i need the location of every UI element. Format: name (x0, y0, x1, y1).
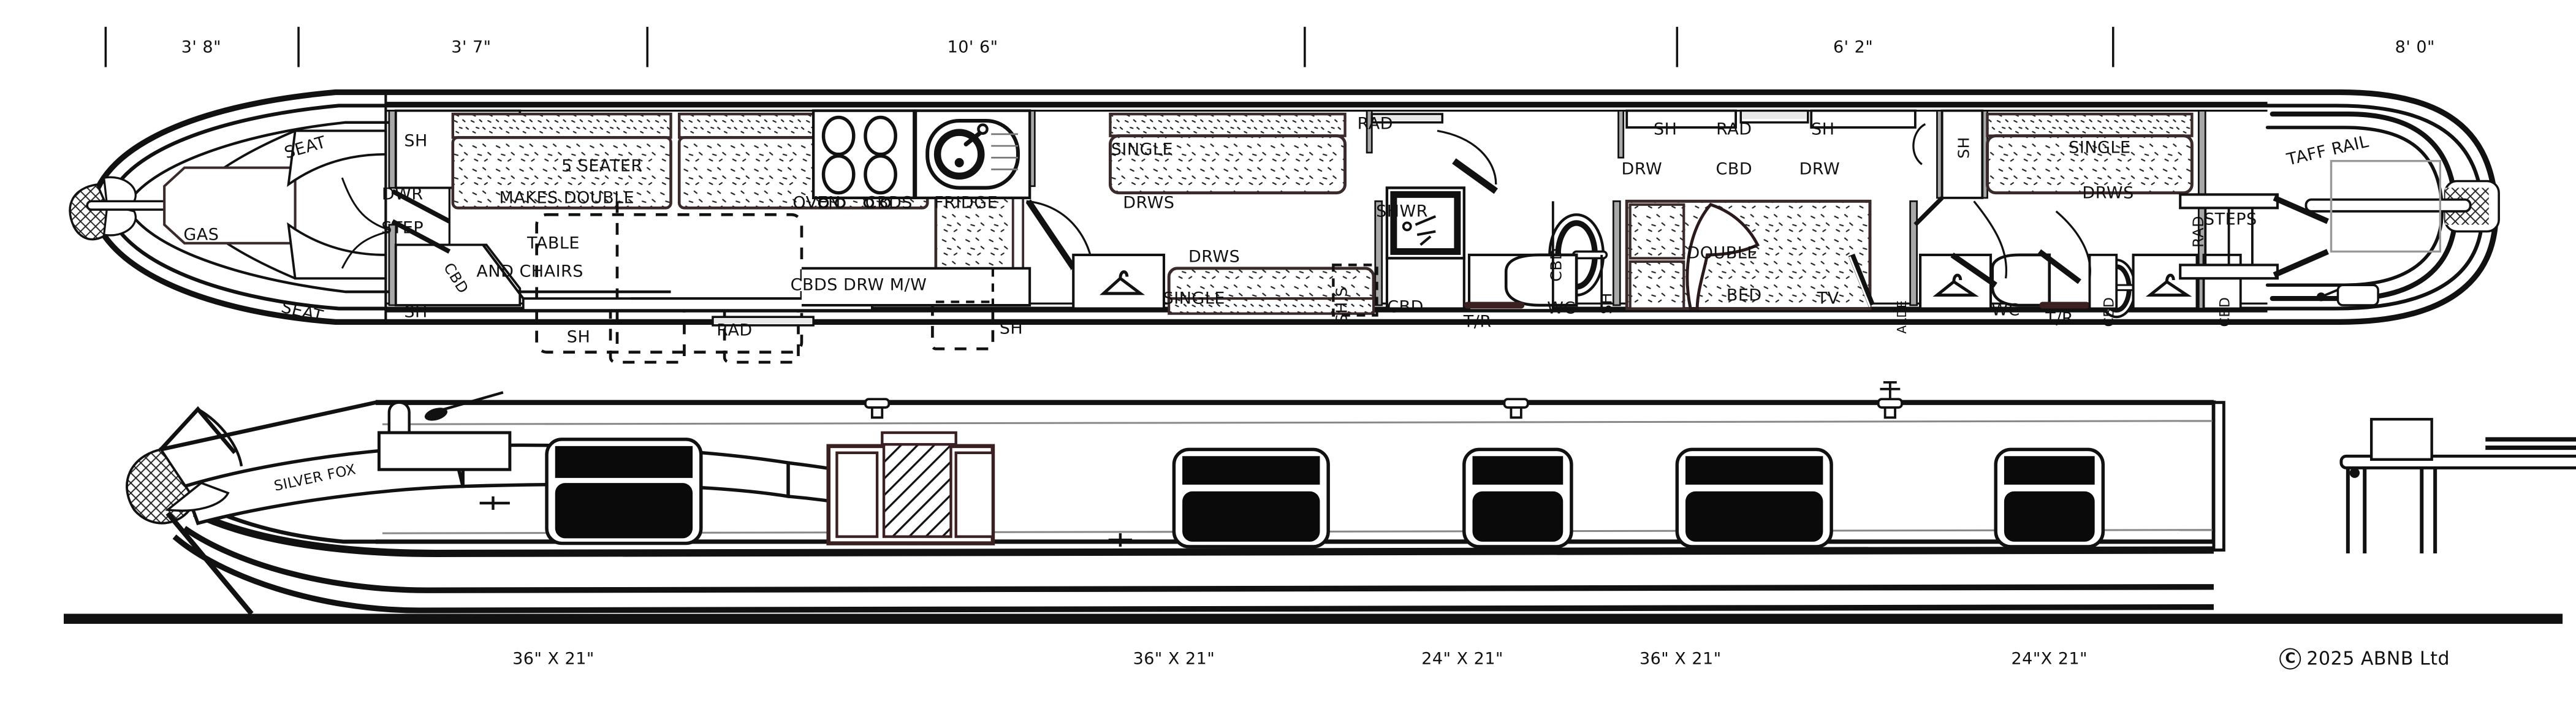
plan-label-gas-locker: GAS (183, 225, 219, 245)
elevation-window-dim-3: 24" X 21" (1421, 649, 1503, 669)
double-bed-cabin (1625, 109, 1917, 310)
elevation-window-dim-4: 36" X 21" (1639, 649, 1722, 669)
plan-label-sh-s-vertical: SH.S (1332, 286, 1351, 324)
plan-label-taff-rail: TAFF RAIL (2285, 132, 2371, 170)
plan-label-oven: OVEN (792, 193, 841, 213)
plan-label-cbds-drw-mw: CBDS DRW M/W (790, 275, 927, 295)
top-dimension-4: 6' 2" (1833, 37, 1874, 57)
plan-label-table: TABLE (526, 233, 580, 253)
aft-wardrobe (1912, 109, 2242, 319)
elevation-window-dim-5: 24"X 21" (2011, 649, 2088, 669)
copyright-symbol-icon: C (2279, 648, 2301, 670)
wardrobe-forward (1072, 253, 1166, 310)
plan-label-fridge: FRIDGE (934, 193, 998, 213)
plan-label-tv: TV (1817, 289, 1839, 308)
plan-label-single-aft: SINGLE (2069, 138, 2131, 158)
plan-label-sh-galley: SH (999, 319, 1024, 338)
bathroom-forward (1370, 113, 1608, 312)
bow-welldeck (163, 129, 387, 280)
aft-single-cabin (1950, 112, 2194, 288)
plan-label-sh-saloon: SH (566, 327, 591, 347)
plan-label-alde: ALDE (1894, 300, 1909, 334)
plan-label-rad-double: RAD (1716, 120, 1752, 139)
elevation-window-dim-2: 36" X 21" (1133, 649, 1215, 669)
plan-label-cbd-aft-2: CBD (2217, 297, 2233, 327)
top-dimension-2: 3' 7" (451, 37, 492, 57)
plan-label-drw-left: DRW (1621, 159, 1663, 179)
plan-label-shwr: SHWR (1376, 202, 1429, 221)
stern-deck (2212, 401, 2576, 553)
plan-label-wc-aft: WC (1991, 300, 2020, 320)
dimension-tick-marks (104, 26, 2114, 67)
plan-label-rad-bathroom: RAD (1357, 114, 1393, 134)
plan-label-sh-vert-fwd: SH (1597, 292, 1616, 315)
plan-label-sh-bow-lower: SH (404, 302, 428, 322)
cbd-angled-panel (482, 244, 525, 300)
plan-label-sh-double-right: SH (1811, 120, 1835, 139)
elevation-window-dim-1: 36" X 21" (512, 649, 595, 669)
single-berths-cabin (1108, 112, 1378, 317)
plan-label-dwr: DWR (381, 184, 424, 204)
plan-label-step: STEP (381, 218, 424, 238)
elevation-view (63, 381, 2576, 624)
plan-label-cbds-galley: CBDS (865, 193, 913, 213)
top-dimension-5: 8' 0" (2395, 37, 2435, 57)
plan-label-tr-fwd: T/R (1463, 312, 1492, 332)
stern-cleat (2316, 284, 2379, 306)
elevation-windows (545, 431, 2105, 548)
plan-label-drws-aft: DRWS (2082, 183, 2134, 203)
plan-label-single-lower-fwd: SINGLE (1163, 289, 1225, 308)
plan-label-rad-saloon: RAD (716, 321, 753, 340)
plan-label-cbd-aft-small: CBD (2102, 297, 2118, 327)
bulkheads (388, 110, 2206, 309)
roof-vents (864, 381, 1903, 419)
aft-steps (2179, 160, 2441, 280)
plan-label-sh-double-left: SH (1653, 120, 1677, 139)
plan-label-cbd-bathroom: CBD (1387, 297, 1424, 317)
plan-label-and-chairs: AND CHAIRS (476, 262, 583, 281)
plan-label-drws-upper-fwd: DRWS (1123, 193, 1175, 213)
plan-label-sh-bow-upper: SH (404, 131, 428, 151)
plan-label-double-bed-1: DOUBLE (1687, 243, 1758, 263)
plan-label-tr-aft: T/R (2045, 309, 2074, 328)
top-dimension-3: 10' 6" (947, 37, 998, 57)
plan-label-drws-lower-fwd: DRWS (1188, 247, 1241, 267)
copyright-text: 2025 ABNB Ltd (2306, 648, 2450, 670)
plan-label-cbd-vertical-fwd: CBD (1547, 248, 1565, 283)
stern-fender (2304, 180, 2500, 233)
plan-label-cbd-bow: CBD (440, 260, 473, 297)
galley (630, 109, 1032, 307)
plan-label-seat-port: SEAT (282, 132, 329, 163)
plan-label-drw-right: DRW (1799, 159, 1841, 179)
plan-label-wc-fwd: WC (1547, 298, 1576, 318)
plan-label-steps: STEPS (2204, 210, 2257, 229)
plan-label-sh-aft-wardrobe: SH (1955, 136, 1973, 159)
top-dimension-1: 3' 8" (181, 37, 221, 57)
boat-name-label: SILVER FOX (273, 461, 358, 495)
plan-label-double-bed-2: BED (1726, 286, 1762, 305)
plan-label-cbd-double: CBD (1715, 159, 1753, 179)
plan-label-makes-double: MAKES DOUBLE (499, 188, 635, 208)
plan-label-single-upper-fwd: SINGLE (1111, 140, 1174, 159)
plan-label-five-seater: 5 SEATER (561, 156, 643, 176)
plan-label-seat-starboard: SEAT (279, 297, 325, 327)
